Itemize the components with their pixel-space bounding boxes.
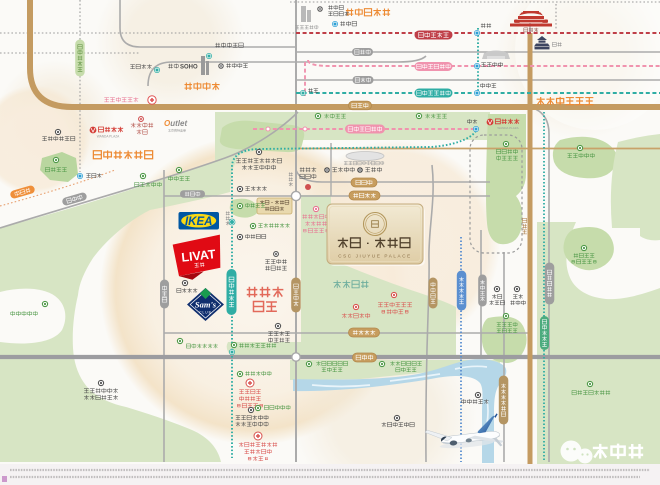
svg-text:CLUB: CLUB	[199, 311, 212, 315]
svg-text:SOHO: SOHO	[180, 65, 198, 71]
svg-text:WANDA PLAZA: WANDA PLAZA	[97, 135, 120, 139]
svg-text:IKEA: IKEA	[185, 216, 212, 228]
svg-text:LIVAT: LIVAT	[181, 247, 217, 265]
svg-text:北京赛特奥莱: 北京赛特奥莱	[168, 128, 186, 133]
svg-text:Outlet: Outlet	[164, 119, 187, 128]
svg-text:CSC JIUYUE PALACE: CSC JIUYUE PALACE	[338, 254, 412, 259]
svg-text:WANDA PLAZA: WANDA PLAZA	[497, 126, 518, 130]
svg-text:Sam's: Sam's	[195, 300, 217, 310]
